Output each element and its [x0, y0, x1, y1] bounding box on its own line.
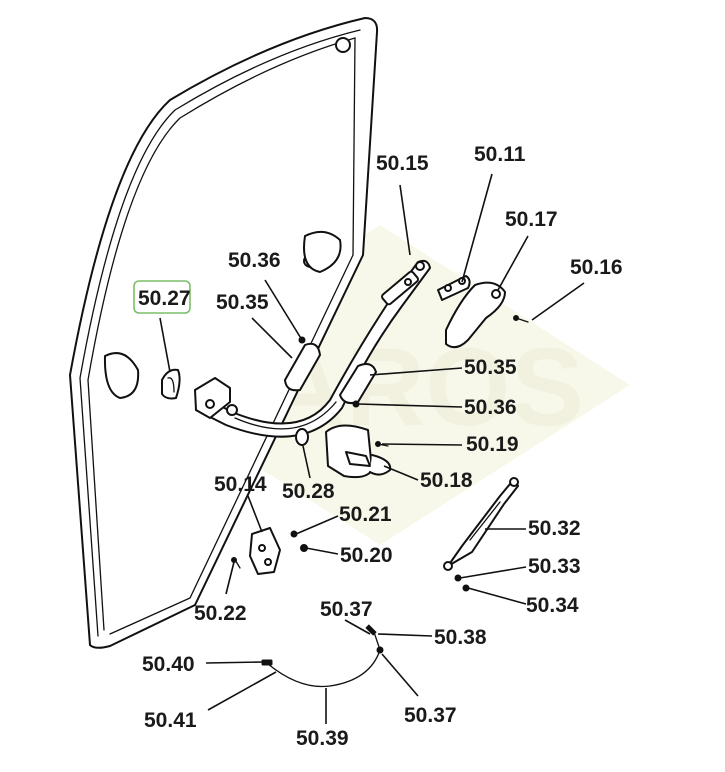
callout-50-34: 50.34: [526, 594, 579, 617]
part-small-fasteners: [231, 530, 308, 569]
callout-50-27: 50.27: [138, 287, 191, 310]
callout-50-33: 50.33: [528, 555, 581, 578]
highlight-box-50-27: [133, 280, 191, 314]
callout-50-20: 50.20: [340, 544, 393, 567]
callout-50-37-lower: 50.37: [404, 704, 457, 727]
callout-50-35-lower: 50.35: [464, 356, 517, 379]
part-50-17-cover: [445, 281, 506, 349]
part-50-16-screw: [513, 315, 529, 323]
part-50-14-bracket: [249, 527, 281, 575]
callout-50-19: 50.19: [466, 433, 519, 456]
part-50-18-latch: [325, 424, 392, 479]
callout-50-22: 50.22: [194, 602, 247, 625]
callout-50-38: 50.38: [434, 626, 487, 649]
callout-50-41: 50.41: [144, 709, 197, 732]
callout-50-36-upper: 50.36: [228, 249, 281, 272]
callout-50-39: 50.39: [296, 727, 349, 750]
callout-50-18: 50.18: [420, 469, 473, 492]
callout-50-35-upper: 50.35: [216, 291, 269, 314]
part-50-11-link: [437, 275, 471, 301]
callout-50-11: 50.11: [474, 143, 526, 166]
callout-50-36-lower: 50.36: [464, 396, 517, 419]
part-50-35-sleeve-upper: [284, 336, 321, 392]
callout-50-15: 50.15: [376, 152, 429, 175]
part-50-28-washer: [295, 428, 309, 446]
callout-50-40: 50.40: [142, 653, 195, 676]
door-glass-panel: [69, 17, 379, 649]
callout-50-14: 50.14: [214, 473, 267, 496]
part-50-39-cable: [261, 624, 384, 688]
part-50-35-sleeve-lower: [339, 363, 377, 408]
leader-lines: [159, 173, 585, 724]
callout-50-28: 50.28: [282, 480, 335, 503]
callout-50-37-upper: 50.37: [320, 598, 373, 621]
part-50-32-gas-strut: [443, 477, 519, 571]
part-50-19-screw: [375, 441, 389, 447]
callout-50-17: 50.17: [505, 208, 558, 231]
callout-labels: 50.11 50.15 50.17 50.16 50.36 50.27 50.3…: [138, 143, 623, 750]
callout-50-21: 50.21: [339, 503, 392, 526]
callout-50-16: 50.16: [570, 256, 623, 279]
part-50-15-handle-bar: [194, 259, 431, 438]
callout-50-32: 50.32: [528, 517, 581, 540]
